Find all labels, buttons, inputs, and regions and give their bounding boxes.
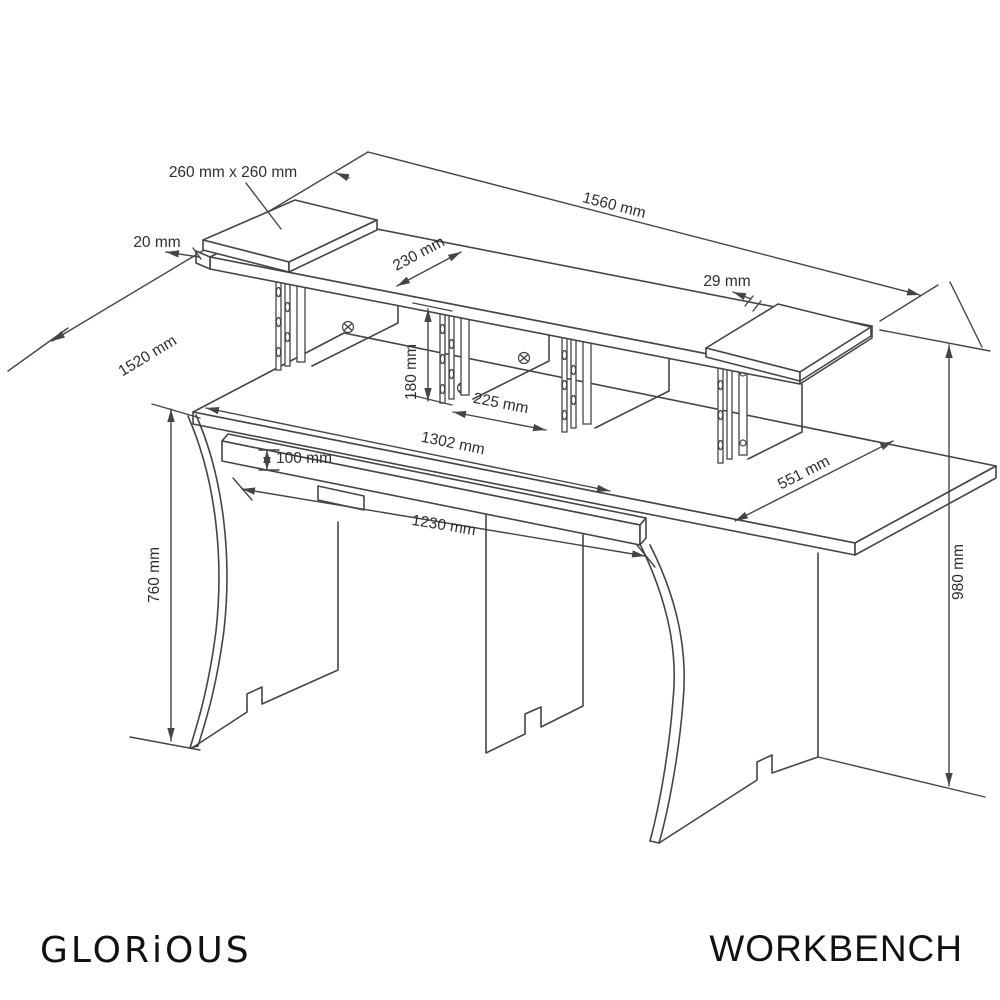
dimension-rack-opening-height: 180 mm — [403, 302, 453, 406]
tray-width-dim-line — [241, 487, 646, 558]
screw-icon — [341, 320, 355, 334]
shelf-length-left-arrow — [335, 172, 350, 182]
platform-size-leader-line — [245, 182, 282, 230]
dim-tray-width-label: 1230 mm — [410, 512, 477, 539]
desktop-length-extension-line — [7, 327, 69, 372]
rack-rail-hole — [717, 379, 724, 391]
dimension-total-height: 980 mm — [817, 281, 991, 798]
left-leg-curve-inner — [195, 414, 228, 747]
rack-rail — [570, 332, 577, 429]
rack-height-extension-lines — [410, 302, 453, 406]
dimension-platform-size: 260 mm x 260 mm — [169, 164, 297, 230]
rack-rail-hole — [448, 338, 455, 350]
dim-platform-thickness-label: 20 mm — [133, 234, 180, 251]
shelf-left-lip — [195, 250, 211, 270]
tray-height-ticks — [258, 449, 280, 471]
rack-rail — [726, 362, 733, 460]
rack-rail-hole — [275, 316, 282, 328]
shelf-length-dim-line — [367, 151, 921, 296]
dimension-platform-thickness: 20 mm — [133, 234, 202, 260]
screw-icon — [517, 351, 531, 365]
tray-width-extension-lines — [232, 477, 656, 568]
rack-rail-hole — [284, 301, 291, 313]
rack-rail-hole — [561, 409, 568, 421]
dim-platform-size-label: 260 mm x 260 mm — [169, 164, 297, 181]
right-side-panel — [640, 544, 819, 844]
platform-thickness-tick — [192, 247, 202, 260]
rack-rail-hole — [448, 368, 455, 380]
tray-bracket — [317, 485, 365, 511]
left-panel-foot — [191, 521, 339, 749]
rack-rail-hole — [570, 394, 577, 406]
dimension-desk-height: 760 mm — [129, 403, 201, 751]
left-speaker-platform — [202, 199, 378, 273]
middle-panel — [485, 514, 584, 754]
right-leg-curve-inner — [640, 545, 676, 842]
board-thickness-arrow — [732, 291, 752, 301]
product-name: WORKBENCH — [709, 928, 963, 969]
dim-desktop-length-label: 1520 mm — [116, 332, 180, 380]
rack-rail-hole — [275, 286, 282, 298]
right-leg-curve-outer — [649, 544, 686, 844]
shelf-length-extension-line — [879, 284, 939, 322]
platform-thickness-arrow — [165, 250, 200, 258]
dim-tray-front-height-label: 100 mm — [276, 450, 332, 467]
rack-rail-hole — [717, 409, 724, 421]
dim-rack-opening-height-label: 180 mm — [403, 344, 420, 400]
board-thickness-ticks — [744, 295, 762, 312]
right-speaker-platform — [705, 303, 872, 382]
rail-support-panel — [582, 332, 592, 425]
rack-rail-column-middle-left — [439, 306, 470, 404]
rack-rail-hole — [275, 346, 282, 358]
rack-rail — [448, 306, 455, 400]
rack-rail-hole — [439, 353, 446, 365]
dimension-tray-front-height: 100 mm — [258, 449, 332, 471]
dim-shelf-length-label: 1560 mm — [581, 189, 648, 222]
rack-rail-hole — [717, 439, 724, 451]
brand-logo: GLORiOUS — [40, 930, 252, 971]
total-height-extension-lines — [817, 281, 991, 798]
shelf-depth-dim-line — [396, 251, 462, 287]
rack-rail-hole — [439, 323, 446, 335]
left-platform-right-face — [288, 219, 378, 273]
right-leg-bottom-tip — [649, 840, 660, 844]
panel-pin-hole — [739, 439, 747, 447]
dim-total-height-label: 980 mm — [950, 544, 967, 600]
desk-height-extension-lines — [129, 403, 201, 751]
dim-board-thickness-label: 29 mm — [703, 273, 750, 290]
rack-rail-column-right — [717, 362, 748, 464]
middle-panel-outline — [485, 514, 584, 754]
dimension-board-thickness: 29 mm — [703, 273, 762, 312]
inner-width-dim-line — [205, 406, 611, 493]
rack-rail-hole — [561, 349, 568, 361]
right-platform-right-face — [799, 326, 872, 382]
rack-rail-hole — [439, 383, 446, 395]
dim-desk-height-label: 760 mm — [146, 547, 163, 603]
rack-rail-hole — [570, 364, 577, 376]
rack-rail-hole — [561, 379, 568, 391]
rack-rail-column-middle-right — [561, 332, 592, 433]
rack-rail-hole — [284, 331, 291, 343]
rail-support-panel — [460, 306, 470, 396]
desk-depth-dim-line — [734, 440, 894, 522]
